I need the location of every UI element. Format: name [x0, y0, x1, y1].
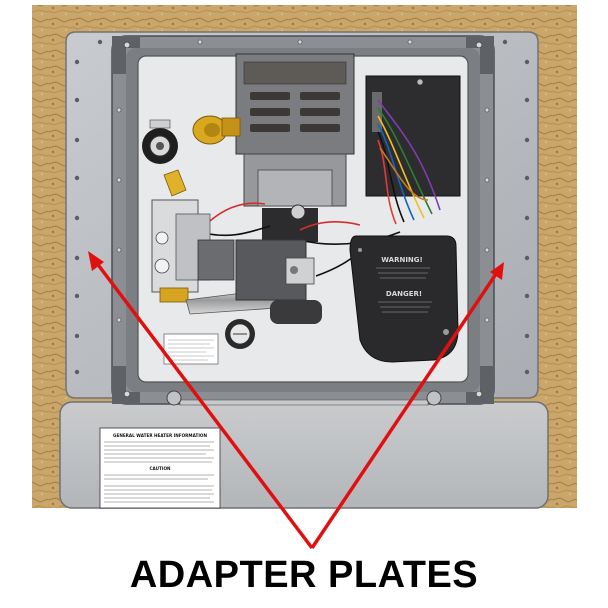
water-heater-door: GENERAL WATER HEATER INFORMATION CAUTION [59, 401, 549, 509]
arrow-left [88, 251, 314, 550]
control-board [365, 75, 461, 197]
caution-label: CAUTION [149, 466, 171, 471]
door-hinges [166, 390, 442, 406]
gas-valve [151, 199, 235, 303]
info-label-title: GENERAL WATER HEATER INFORMATION [113, 433, 207, 438]
warning-label: WARNING! [381, 256, 422, 264]
burner-tube [185, 239, 322, 324]
burner-vent [235, 53, 355, 242]
drain-plug [225, 319, 255, 349]
danger-label: DANGER! [386, 290, 422, 298]
info-label [99, 427, 221, 509]
caption-adapter-plates: ADAPTER PLATES [129, 554, 479, 596]
warning-cover: WARNING! DANGER! [349, 235, 459, 363]
arrow-right [310, 262, 504, 549]
rating-sticker [163, 333, 219, 365]
water-fitting [142, 119, 178, 164]
brass-valve [163, 115, 241, 197]
